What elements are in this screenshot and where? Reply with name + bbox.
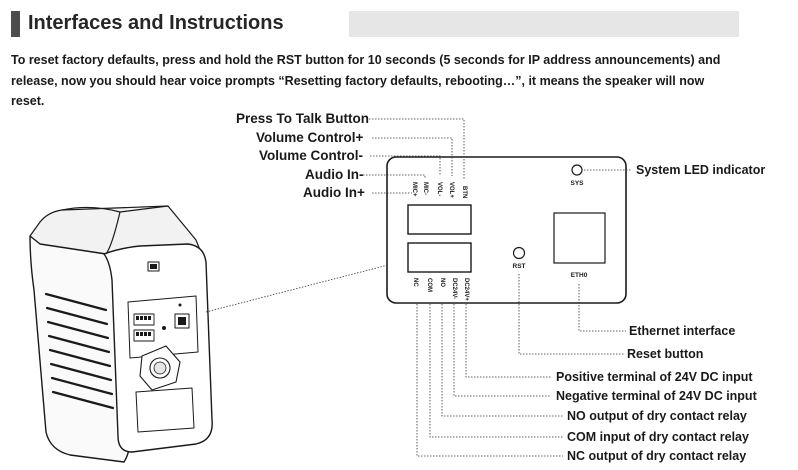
reset-instructions: To reset factory defaults, press and hol… (11, 50, 731, 112)
bottom-pin-labels: NC COM NO DC24V- DC24V+ (412, 278, 469, 301)
pin-label-mic-minus: MIC- (422, 182, 428, 195)
interface-panel: SYS RST ETH0 (386, 156, 627, 304)
header-title-box (11, 11, 349, 37)
pin-label-mic-plus: MIC+ (411, 182, 417, 197)
label-system-led: System LED indicator (636, 163, 766, 177)
top-terminal-block (407, 204, 472, 235)
page-title: Interfaces and Instructions (28, 12, 284, 34)
label-reset-button: Reset button (627, 347, 704, 361)
rst-button-icon (512, 246, 526, 260)
label-press-to-talk: Press To Talk Button (236, 111, 370, 126)
device-to-panel-leader (205, 263, 393, 313)
label-ethernet-interface: Ethernet interface (629, 324, 736, 338)
bottom-terminal-block (407, 242, 472, 273)
reset-instructions-text: To reset factory defaults, press and hol… (11, 53, 721, 108)
rst-label: RST (513, 263, 526, 270)
label-volume-control-plus: Volume Control+ (256, 130, 364, 145)
sys-led-icon (571, 164, 583, 176)
label-positive-24v: Positive terminal of 24V DC input (556, 370, 753, 384)
label-no-output: NO output of dry contact relay (567, 409, 747, 423)
pin-label-no: NO (439, 278, 445, 287)
pin-label-dc24v-plus: DC24V+ (463, 278, 469, 301)
top-pin-labels: MIC+ MIC- VOL- VOL+ BTN (411, 182, 467, 198)
ethernet-port-icon (553, 212, 606, 264)
eth-label: ETH0 (571, 272, 588, 279)
label-com-input: COM input of dry contact relay (567, 430, 749, 444)
pin-label-vol-plus: VOL+ (448, 182, 454, 198)
label-audio-in-plus: Audio In+ (303, 185, 365, 200)
label-negative-24v: Negative terminal of 24V DC input (556, 389, 757, 403)
label-audio-in-minus: Audio In- (305, 167, 364, 182)
leader-lines (363, 118, 632, 457)
speaker-illustration (29, 205, 213, 463)
label-volume-control-minus: Volume Control- (259, 148, 363, 163)
sys-label: SYS (570, 180, 584, 187)
pin-label-dc24v-minus: DC24V- (451, 278, 457, 299)
pin-label-btn: BTN (461, 186, 467, 198)
pin-label-vol-minus: VOL- (436, 182, 442, 196)
pin-label-com: COM (426, 278, 432, 292)
label-nc-output: NC output of dry contact relay (567, 449, 747, 463)
pin-label-nc: NC (412, 278, 418, 287)
